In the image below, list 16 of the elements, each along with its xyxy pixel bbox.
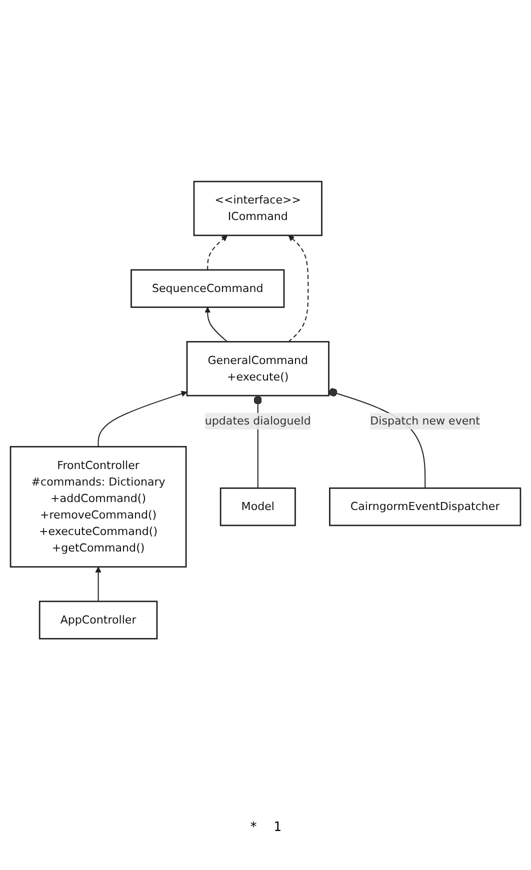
arrow xyxy=(98,390,188,447)
node-box: GeneralCommand +execute() xyxy=(186,340,330,396)
multiplicity-label: 1 xyxy=(274,820,282,835)
node-box: <<interface>> ICommand xyxy=(193,180,322,236)
arrow xyxy=(204,306,228,342)
edge-label: Dispatch new event xyxy=(370,414,480,428)
node-box: CairngormEventDispatcher xyxy=(329,487,522,526)
edge-label: updates dialogueId xyxy=(204,414,311,428)
arrow xyxy=(95,566,102,602)
multiplicity-label: * xyxy=(250,820,258,835)
node-box: Model xyxy=(220,487,296,526)
arrow xyxy=(207,235,228,270)
node-box: AppController xyxy=(38,600,158,640)
node-box: FrontController #commands: Dictionary +addCommand() +removeCommand() +executeCommand() +getCommand() xyxy=(10,446,187,568)
node-box: SequenceCommand xyxy=(130,269,285,308)
arrow xyxy=(288,235,309,342)
